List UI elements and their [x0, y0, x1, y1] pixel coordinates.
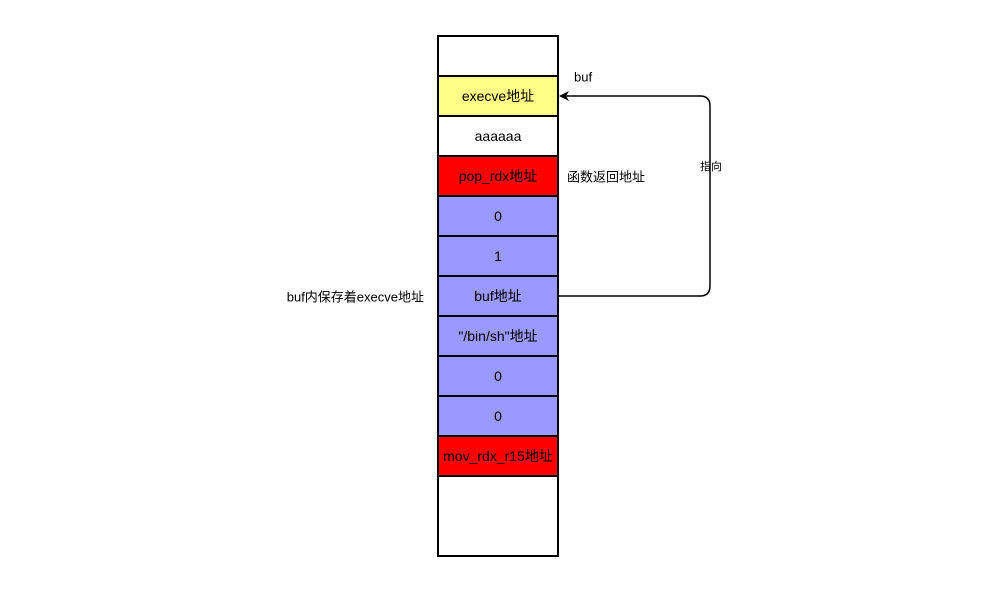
- pointer-arrow: [558, 91, 711, 297]
- svg-text:buf地址: buf地址: [474, 288, 521, 304]
- stack-cell-execve-address: execve地址: [437, 75, 559, 117]
- stack-column: execve地址 aaaaaa pop_rdx地址 0 1 buf地址 "/bi…: [437, 35, 559, 557]
- stack-cell-buf-address: buf地址: [437, 275, 559, 317]
- stack-cell-value-0: 0: [437, 195, 559, 237]
- stack-cell-empty-bottom: [437, 475, 559, 557]
- svg-text:1: 1: [494, 248, 502, 264]
- svg-text:pop_rdx地址: pop_rdx地址: [459, 168, 538, 184]
- svg-text:mov_rdx_r15地址: mov_rdx_r15地址: [443, 448, 553, 464]
- svg-text:0: 0: [494, 408, 502, 424]
- buf-contents-label: buf内保存着execve地址: [287, 290, 424, 305]
- pointer-arrow-label: 指向: [700, 159, 722, 173]
- svg-text:0: 0: [494, 208, 502, 224]
- stack-cell-mov-rdx-r15-address: mov_rdx_r15地址: [437, 435, 559, 477]
- stack-cell-pop-rdx-address: pop_rdx地址: [437, 155, 559, 197]
- svg-text:"/bin/sh"地址: "/bin/sh"地址: [458, 328, 537, 344]
- stack-cell-value-0c: 0: [437, 395, 559, 437]
- stack-cell-empty-top: [437, 35, 559, 77]
- return-address-label: 函数返回地址: [567, 170, 645, 185]
- stack-cell-value-1: 1: [437, 235, 559, 277]
- svg-text:0: 0: [494, 368, 502, 384]
- stack-cell-value-0b: 0: [437, 355, 559, 397]
- svg-text:execve地址: execve地址: [462, 88, 534, 104]
- buf-label: buf: [574, 70, 592, 85]
- svg-text:aaaaaa: aaaaaa: [475, 128, 522, 144]
- stack-cell-binsh-address: "/bin/sh"地址: [437, 315, 559, 357]
- stack-cell-padding: aaaaaa: [437, 115, 559, 157]
